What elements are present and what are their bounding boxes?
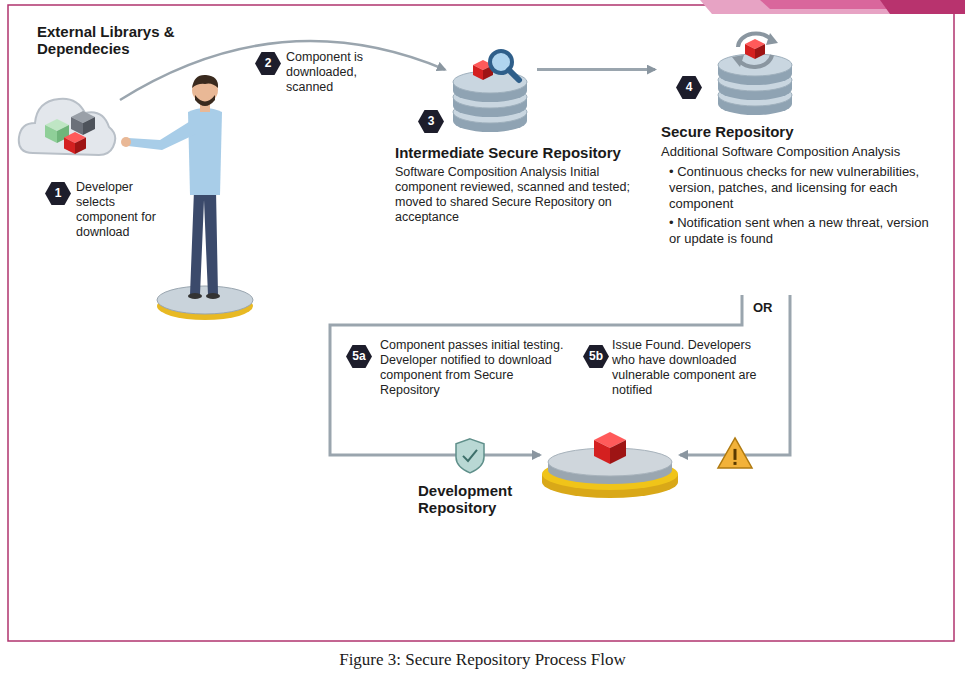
text-group: Intermediate Secure RepositorySoftware C…: [395, 144, 630, 225]
edge-label: Component is downloaded, scanned: [286, 50, 404, 95]
page-frame: [8, 0, 965, 641]
node-body-text: • Continuous checks for new vulnerabilit…: [661, 164, 939, 212]
flow-connector: [120, 41, 445, 100]
node-body-text: • Notification sent when a new threat, v…: [661, 215, 939, 247]
or-label: OR: [753, 300, 773, 315]
callout-number: 2: [255, 52, 281, 75]
text-group: External Librarys & Dependecies: [37, 23, 187, 57]
repository-icon: [710, 25, 800, 117]
text-group: Secure RepositoryAdditional Software Com…: [655, 25, 945, 253]
node-heading: External Librarys & Dependecies: [37, 23, 187, 57]
repository-node: Intermediate Secure RepositorySoftware C…: [445, 42, 537, 134]
development-repository: Development Repository: [540, 418, 680, 500]
callout-number: 5b: [583, 345, 609, 368]
node-heading: Secure Repository: [661, 123, 939, 140]
repository-icon: [445, 42, 535, 134]
callout-number: 1: [45, 182, 71, 205]
node-heading: Development Repository: [418, 482, 536, 516]
development-disk-icon: [540, 418, 680, 500]
figure-caption: Figure 3: Secure Repository Process Flow: [0, 650, 965, 670]
library-cloud: External Librarys & Dependecies: [15, 75, 120, 175]
node-body-text: Software Composition Analysis Initial co…: [395, 165, 630, 225]
cloud-icon: [15, 75, 120, 175]
callout-number: 3: [418, 110, 444, 133]
text-group: Development Repository: [418, 482, 536, 516]
callout-number: 5a: [346, 345, 372, 368]
edge-label: Issue Found. Developers who have downloa…: [612, 338, 772, 398]
edge-label: Component passes initial testing. Develo…: [380, 338, 570, 398]
developer-figure: [121, 75, 253, 320]
flow-connector: [537, 68, 655, 71]
step-note: Developer selects component for download: [76, 180, 174, 240]
callout-number: 4: [676, 76, 702, 99]
node-body-text: Additional Software Composition Analysis: [661, 144, 939, 160]
repository-node: Secure RepositoryAdditional Software Com…: [655, 25, 945, 295]
node-heading: Intermediate Secure Repository: [395, 144, 630, 161]
